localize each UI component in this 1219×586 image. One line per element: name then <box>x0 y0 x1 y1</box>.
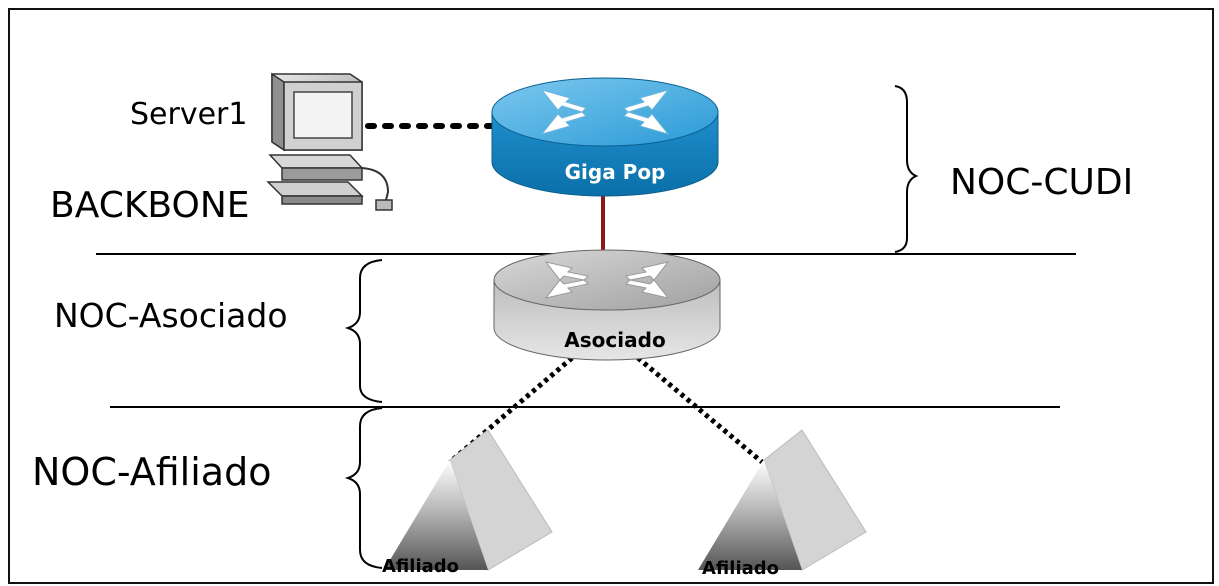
server-name-label: Server1 <box>130 97 248 132</box>
afiliado-pyramid-icon-2 <box>698 429 867 571</box>
gigapop-router-label: Giga Pop <box>564 160 666 184</box>
afiliado-label-2: Afiliado <box>702 558 780 579</box>
afiliado-label-1: Afiliado <box>382 556 460 577</box>
gigapop-router-icon <box>491 77 719 197</box>
afiliado-link-1 <box>448 356 574 464</box>
zone-label-noc-afiliado: NOC-Afiliado <box>32 450 272 494</box>
brace-noc-cudi <box>894 85 919 253</box>
server-computer-icon <box>266 72 393 211</box>
diagram-frame: Server1 BACKBONE NOC-CUDI NOC-Asociado N… <box>8 8 1214 584</box>
brace-noc-asociado <box>344 259 383 403</box>
brace-noc-afiliado <box>344 407 383 569</box>
asociado-router-label: Asociado <box>564 328 666 352</box>
afiliado-link-2 <box>636 356 764 464</box>
asociado-router-icon <box>493 249 721 361</box>
afiliado-pyramid-icon-1 <box>384 429 553 571</box>
zone-label-noc-cudi: NOC-CUDI <box>950 162 1134 203</box>
zone-label-noc-asociado: NOC-Asociado <box>54 296 288 335</box>
network-diagram <box>96 72 1076 571</box>
backbone-label: BACKBONE <box>50 185 250 226</box>
